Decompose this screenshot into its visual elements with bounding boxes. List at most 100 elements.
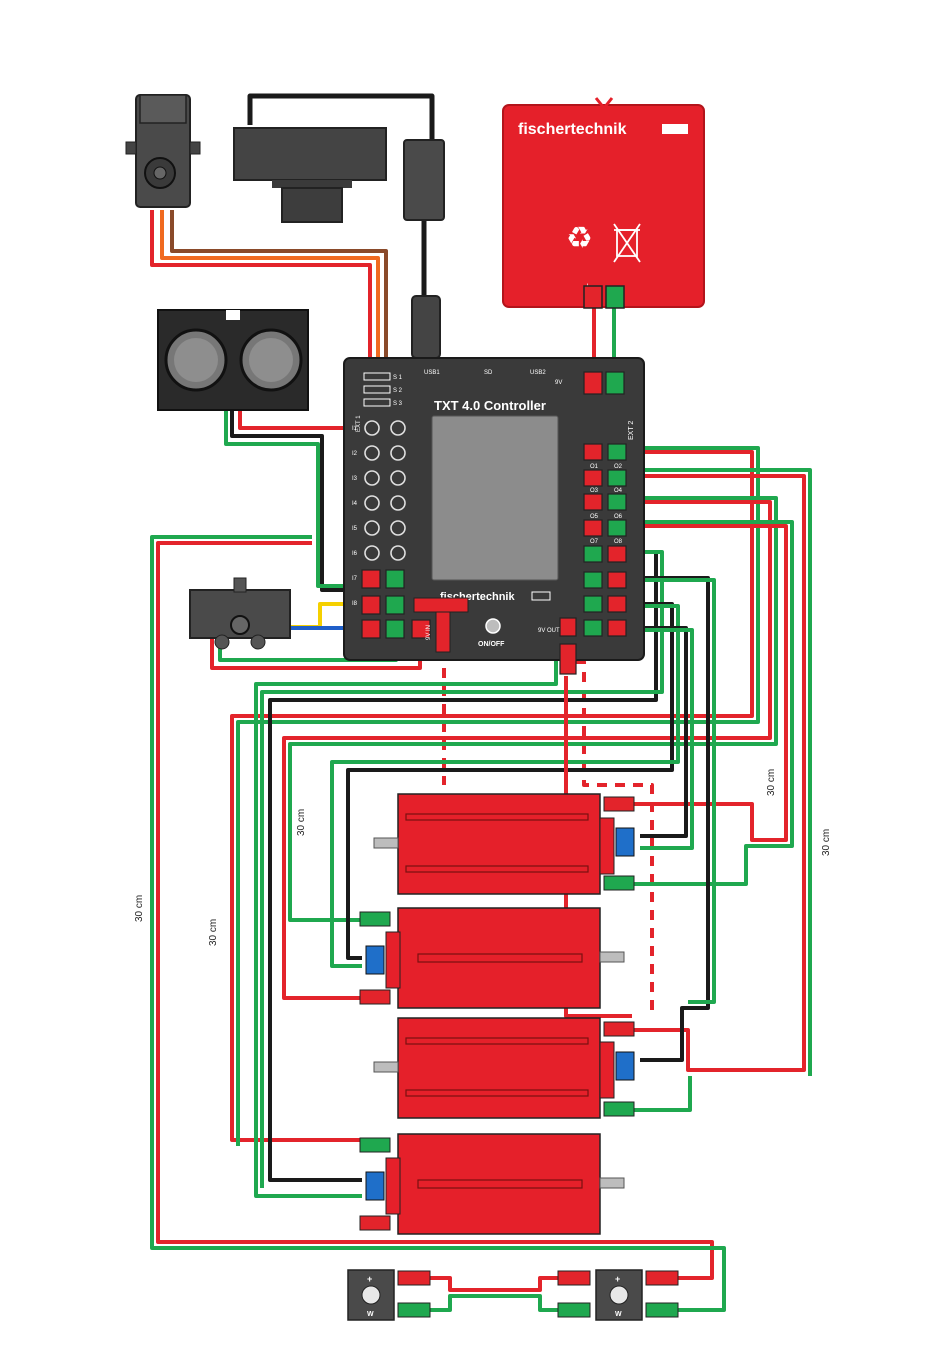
ultrasonic-transducer-right-inner [249, 338, 293, 382]
controller-top-sd: SD [484, 370, 493, 376]
servo [126, 95, 200, 207]
mini-switch-plus: + [615, 1274, 620, 1284]
encoder-block [366, 946, 384, 974]
plug-green [584, 546, 602, 562]
plug-red [584, 494, 602, 510]
motor-plug-red [360, 1216, 390, 1230]
usb-plug-body [404, 140, 444, 220]
plug-green [584, 596, 602, 612]
motor-plug-red [360, 990, 390, 1004]
motor-shaft [600, 952, 624, 962]
camera-lens-mount [272, 180, 352, 188]
input-socket[interactable] [391, 546, 405, 560]
motor-gearhead [600, 1042, 614, 1098]
input-label-i2: I2 [352, 451, 358, 457]
motor-body [398, 1018, 600, 1118]
plug-red [362, 570, 380, 588]
input-label-i7: I7 [352, 576, 358, 582]
plug-red [362, 596, 380, 614]
txt-controller: USB1 SD USB2 9V S 1 S 2 S 3 TXT 4.0 Cont… [344, 358, 644, 674]
camera-body [234, 128, 386, 180]
motor-3 [374, 1018, 634, 1118]
plug-green [608, 520, 626, 536]
motor-plug-red [604, 797, 634, 811]
motor-shaft [374, 1062, 398, 1072]
9v-out-plug-red [560, 618, 576, 636]
plug-red [584, 520, 602, 536]
output-label-o2: O2 [614, 464, 623, 470]
motor-2 [360, 908, 624, 1008]
battery-brand: fischertechnik [518, 121, 627, 138]
input-socket[interactable] [365, 471, 379, 485]
battery-plug-green [606, 286, 624, 308]
input-socket[interactable] [391, 496, 405, 510]
encoder-block [366, 1172, 384, 1200]
mini-switch-button [362, 1286, 380, 1304]
input-socket[interactable] [365, 521, 379, 535]
output-label-o6: O6 [614, 514, 623, 520]
camera [234, 128, 386, 222]
motor-plug-green [604, 876, 634, 890]
cable-length-label: 30 cm [296, 809, 307, 836]
plug-red [584, 470, 602, 486]
input-socket[interactable] [365, 446, 379, 460]
input-socket[interactable] [365, 546, 379, 560]
cable-length-label: 30 cm [821, 829, 832, 856]
ultrasonic-sensor [158, 310, 308, 410]
mini-switch-minus: W [367, 1311, 374, 1318]
input-socket[interactable] [365, 421, 379, 435]
switch-link-green [430, 1296, 560, 1310]
motor-4 [360, 1134, 624, 1234]
mini-switch-plug-green [558, 1303, 590, 1317]
output-label-o8: O8 [614, 539, 623, 545]
output-label-o3: O3 [590, 488, 599, 494]
input-socket[interactable] [391, 421, 405, 435]
wires [152, 96, 810, 1310]
in-9v-label: 9V IN [426, 625, 432, 640]
input-socket[interactable] [365, 496, 379, 510]
output-label-o7: O7 [590, 539, 599, 545]
mini-switch-right: + W [558, 1270, 678, 1320]
encoder-block [616, 1052, 634, 1080]
plug-green [608, 470, 626, 486]
motor-plug-green [360, 912, 390, 926]
usb-plug-head [412, 296, 440, 358]
output-label-o5: O5 [590, 514, 599, 520]
on-off-label: ON/OFF [478, 641, 505, 648]
motor-gearhead [386, 1158, 400, 1214]
encoder-block [616, 828, 634, 856]
camera-base [282, 188, 342, 222]
motor-shaft [600, 1178, 624, 1188]
controller-title: TXT 4.0 Controller [434, 398, 546, 413]
plug-green [608, 494, 626, 510]
motor-body [398, 908, 600, 1008]
mini-switch-button [610, 1286, 628, 1304]
mini-switch-minus: W [615, 1311, 622, 1318]
battery-brand-logo [662, 124, 688, 134]
ultrasonic-transducer-left-inner [174, 338, 218, 382]
motor-shaft [374, 838, 398, 848]
output-label-o1: O1 [590, 464, 599, 470]
switch-sensor-wheel-left [215, 635, 229, 649]
on-off-button[interactable] [486, 619, 500, 633]
plug-red [608, 572, 626, 588]
motor-gearhead [386, 932, 400, 988]
input-socket[interactable] [391, 521, 405, 535]
plug-red [584, 444, 602, 460]
plug-green [386, 620, 404, 638]
input-socket[interactable] [391, 471, 405, 485]
mini-switch-plug-red [646, 1271, 678, 1285]
motor3-green-back [632, 1076, 690, 1110]
motor-gearhead [600, 818, 614, 874]
cable-length-label: 30 cm [208, 919, 219, 946]
input-socket[interactable] [391, 446, 405, 460]
input-label-i8: I8 [352, 601, 358, 607]
servo-top-cap [140, 95, 186, 123]
switch-sensor-top [234, 578, 246, 592]
input-label-i6: I6 [352, 551, 358, 557]
servo-horn-center [154, 167, 166, 179]
battery: fischertechnik ♻ + - [503, 98, 704, 308]
motor-body [398, 1134, 600, 1234]
mini-switch-plug-red [558, 1271, 590, 1285]
